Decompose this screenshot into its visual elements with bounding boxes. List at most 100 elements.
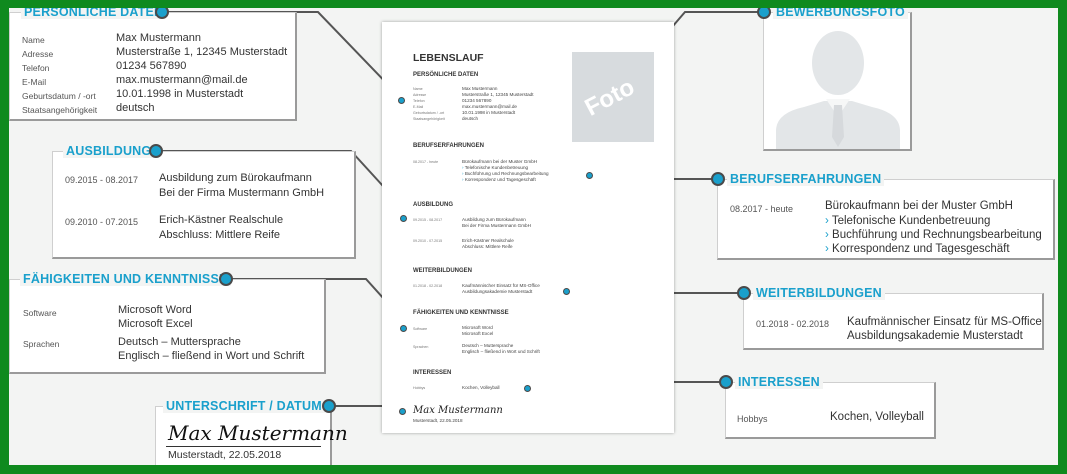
- marker-dot: [398, 97, 405, 104]
- row-label: Telefon: [22, 63, 50, 73]
- education-line: Bei der Firma Mustermann GmbH: [159, 187, 325, 199]
- education-box: 09.2015 - 08.2017 Ausbildung zum Bürokau…: [52, 151, 356, 259]
- cv-label: Software: [413, 327, 428, 331]
- cv-period: 09.2010 - 07.2015: [413, 239, 443, 243]
- cv-value: 10.01.1998 in Musterstadt: [462, 110, 516, 115]
- personal-data-box: Name Max Mustermann Adresse Musterstraße…: [9, 12, 297, 121]
- training-title: WEITERBILDUNGEN: [753, 286, 885, 300]
- row-value: 01234 567890: [116, 60, 187, 72]
- skills-label: Sprachen: [23, 339, 60, 349]
- marker-dot: [757, 8, 771, 19]
- cv-label: Sprachen: [413, 345, 429, 349]
- cv-task: Telefonische Kundenbetreuung: [462, 165, 528, 170]
- cv-value: Erich-Kästner Realschule: [462, 238, 514, 243]
- education-line: Erich-Kästner Realschule: [159, 214, 284, 226]
- skills-line: Microsoft Word: [118, 304, 192, 316]
- experience-task: Korrespondenz und Tagesgeschäft: [825, 243, 1010, 255]
- photo-label: Foto: [580, 73, 640, 122]
- cv-period: 01.2018 - 02.2018: [413, 284, 443, 288]
- cv-label: Staatsangehörigkeit: [413, 117, 445, 121]
- cv-section-training: WEITERBILDUNGEN: [413, 268, 472, 274]
- cv-section-education: AUSBILDUNG: [413, 202, 453, 208]
- cv-section-personal: PERSÖNLICHE DATEN: [413, 72, 479, 78]
- personal-data-title: PERSÖNLICHE DATEN: [21, 8, 167, 19]
- cv-value: Kaufmännischer Einsatz für MS-Office: [462, 283, 540, 288]
- marker-dot: [711, 172, 725, 186]
- infographic-canvas: LEBENSLAUF Foto PERSÖNLICHE DATEN Name M…: [9, 8, 1058, 465]
- row-value: deutsch: [116, 102, 155, 114]
- skills-label: Software: [23, 308, 57, 318]
- training-period: 01.2018 - 02.2018: [756, 319, 830, 329]
- row-label: Staatsangehörigkeit: [22, 105, 98, 115]
- training-line: Ausbildungsakademie Musterstadt: [847, 330, 1023, 342]
- marker-dot: [400, 215, 407, 222]
- training-line: Kaufmännischer Einsatz für MS-Office: [847, 316, 1042, 328]
- cv-value: Musterstraße 1, 12345 Musterstadt: [462, 92, 534, 97]
- marker-dot: [563, 288, 570, 295]
- experience-company: Bürokaufmann bei der Muster GmbH: [825, 200, 1013, 212]
- row-label: Adresse: [22, 49, 54, 59]
- cv-period: 09.2015 - 08.2017: [413, 218, 443, 222]
- cv-task: Buchführung und Rechnungsbearbeitung: [462, 171, 549, 176]
- skills-box: Software Microsoft Word Microsoft Excel …: [9, 279, 326, 374]
- cv-signature: Max Mustermann: [413, 405, 503, 416]
- education-period: 09.2010 - 07.2015: [65, 217, 139, 227]
- cv-period: 08.2017 - heute: [413, 160, 439, 164]
- cv-value: max.mustermann@mail.de: [462, 104, 517, 109]
- education-line: Abschluss: Mittlere Reife: [159, 229, 281, 241]
- photo-box: [763, 12, 912, 151]
- skills-line: Englisch – fließend in Wort und Schrift: [118, 350, 305, 362]
- experience-title: BERUFSERFAHRUNGEN: [727, 172, 885, 186]
- cv-heading: LEBENSLAUF: [413, 52, 484, 64]
- marker-dot: [155, 8, 169, 19]
- signature-line: [166, 446, 321, 447]
- interests-box: Hobbys Kochen, Volleyball: [725, 382, 936, 439]
- cv-value: Ausbildung zum Bürokaufmann: [462, 217, 526, 222]
- marker-dot: [149, 144, 163, 158]
- education-period: 09.2015 - 08.2017: [65, 175, 139, 185]
- cv-section-experience: BERUFSERFAHRUNGEN: [413, 143, 485, 149]
- signature-place-date: Musterstadt, 22.05.2018: [168, 449, 282, 461]
- skills-line: Microsoft Excel: [118, 318, 193, 330]
- row-value: max.mustermann@mail.de: [116, 74, 248, 86]
- row-value: Musterstraße 1, 12345 Musterstadt: [116, 46, 288, 58]
- photo-title: BEWERBUNGSFOTO: [773, 8, 908, 19]
- cv-value: Englisch – fließend in Wort und Schrift: [462, 349, 540, 354]
- cv-label: Name: [413, 87, 423, 91]
- cv-value: Bei der Firma Mustermann GmbH: [462, 223, 531, 228]
- cv-value: Abschluss: Mittlere Reife: [462, 244, 513, 249]
- cv-value: Microsoft Word: [462, 325, 493, 330]
- marker-dot: [737, 286, 751, 300]
- education-line: Ausbildung zum Bürokaufmann: [159, 172, 312, 184]
- signature-title: UNTERSCHRIFT / DATUM: [163, 399, 325, 413]
- row-label: E-Mail: [22, 77, 47, 87]
- interests-title: INTERESSEN: [735, 375, 823, 389]
- cv-value: Deutsch – Muttersprache: [462, 343, 514, 348]
- marker-dot: [219, 272, 233, 286]
- cv-label: Telefon: [413, 99, 425, 103]
- cv-value: Microsoft Excel: [462, 331, 494, 336]
- cv-section-interests: INTERESSEN: [413, 370, 452, 376]
- signature-box: Max Mustermann Musterstadt, 22.05.2018: [155, 406, 348, 465]
- cv-label: Hobbys: [413, 386, 426, 390]
- cv-task: Korrespondenz und Tagesgeschäft: [462, 177, 536, 182]
- cv-label: E-Mail: [413, 105, 424, 109]
- interests-value: Kochen, Volleyball: [830, 411, 924, 423]
- cv-label: Adresse: [413, 93, 427, 97]
- person-silhouette-icon: [776, 31, 900, 149]
- experience-task: Telefonische Kundenbetreuung: [825, 215, 991, 227]
- marker-dot: [586, 172, 593, 179]
- cv-preview: LEBENSLAUF Foto PERSÖNLICHE DATEN Name M…: [382, 22, 674, 433]
- signature: Max Mustermann: [168, 421, 348, 445]
- marker-dot: [400, 325, 407, 332]
- experience-box: 08.2017 - heute Bürokaufmann bei der Mus…: [717, 179, 1055, 260]
- marker-dot: [719, 375, 733, 389]
- cv-value: Ausbildungsakademie Musterstadt: [462, 289, 533, 294]
- row-value: Max Mustermann: [116, 32, 201, 44]
- marker-dot: [524, 385, 531, 392]
- marker-dot: [399, 408, 406, 415]
- row-label: Name: [22, 35, 45, 45]
- cv-value: Bürokaufmann bei der Muster GmbH: [462, 159, 538, 164]
- interests-label: Hobbys: [737, 414, 768, 424]
- cv-value: Kochen, Volleyball: [462, 385, 500, 390]
